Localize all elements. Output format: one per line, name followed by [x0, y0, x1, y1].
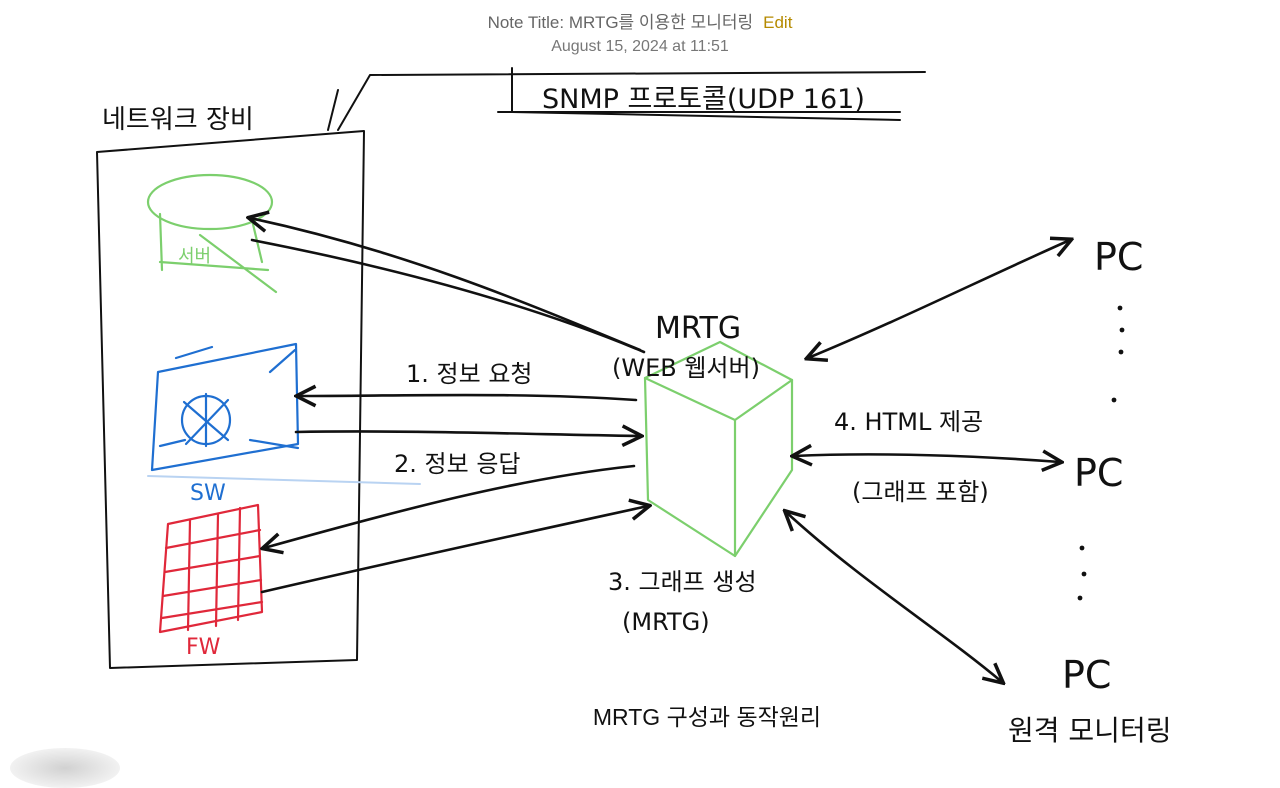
server-icon: 서버	[146, 173, 278, 294]
switch-baseline	[147, 475, 421, 485]
step3-label: 3. 그래프 생성	[608, 568, 757, 596]
step3-sub-label: (MRTG)	[622, 608, 710, 636]
arrow-pc-top	[808, 240, 1070, 358]
arrow-pc-bottom	[786, 512, 1002, 682]
pc-label-top: PC	[1094, 235, 1143, 279]
pc-dots	[1077, 305, 1125, 601]
switch-cross	[182, 392, 230, 448]
arrow-pc-middle	[794, 454, 1060, 462]
mrtg-label: MRTG	[655, 311, 741, 346]
corner-shadow	[10, 748, 120, 788]
snmp-bracket	[497, 67, 901, 121]
firewall-icon: FW	[158, 503, 264, 660]
arrow-to-switch	[298, 395, 638, 400]
edit-button[interactable]: Edit	[763, 13, 793, 32]
cube-edges	[643, 376, 794, 558]
snmp-arrows	[250, 218, 648, 594]
step1-label: 1. 정보 요청	[406, 360, 532, 388]
device-box-label: 네트워크 장비	[102, 105, 254, 135]
arrow-to-server	[250, 218, 642, 352]
caption-text: MRTG 구성과 동작원리	[592, 704, 822, 730]
mrtg-server-cube: MRTG (WEB 웹서버)	[612, 311, 794, 558]
firewall-label: FW	[186, 635, 221, 660]
note-title-line: Note Title: MRTG를 이용한 모니터링 Edit	[0, 8, 1280, 33]
note-title: Note Title: MRTG를 이용한 모니터링	[487, 13, 754, 32]
firewall-body	[158, 503, 264, 634]
mrtg-sub-label: (WEB 웹서버)	[612, 354, 760, 382]
server-label: 서버	[178, 246, 211, 267]
switch-body	[150, 342, 300, 472]
step4-label: 4. HTML 제공	[834, 408, 983, 436]
switch-label: SW	[190, 481, 226, 506]
network-device-group: 네트워크 장비 SNMP 프로토콜(UDP 161)	[96, 67, 926, 669]
arrow-from-server	[250, 238, 646, 354]
arrow-to-firewall	[264, 464, 636, 548]
step2-label: 2. 정보 응답	[394, 450, 520, 478]
switch-corners	[158, 345, 300, 450]
snmp-label: SNMP 프로토콜(UDP 161)	[542, 84, 865, 115]
diagram-caption: MRTG 구성과 동작원리	[0, 698, 1280, 732]
step4-sub-label: (그래프 포함)	[852, 478, 989, 506]
arrow-from-switch	[294, 431, 640, 436]
arrow-from-firewall	[260, 506, 648, 594]
note-header: Note Title: MRTG를 이용한 모니터링 Edit August 15…	[0, 0, 1280, 64]
switch-icon: SW	[147, 342, 421, 506]
pc-label-middle: PC	[1074, 451, 1123, 495]
note-date: August 15, 2024 at 11:51	[551, 38, 729, 55]
pc-arrows	[786, 240, 1070, 682]
device-box	[96, 130, 365, 669]
server-scribble	[146, 173, 274, 231]
pc-label-bottom: PC	[1062, 653, 1111, 697]
firewall-bricks	[160, 506, 264, 632]
snmp-leader-line	[327, 71, 926, 131]
remote-monitoring-label: 원격 모니터링	[1008, 714, 1171, 747]
